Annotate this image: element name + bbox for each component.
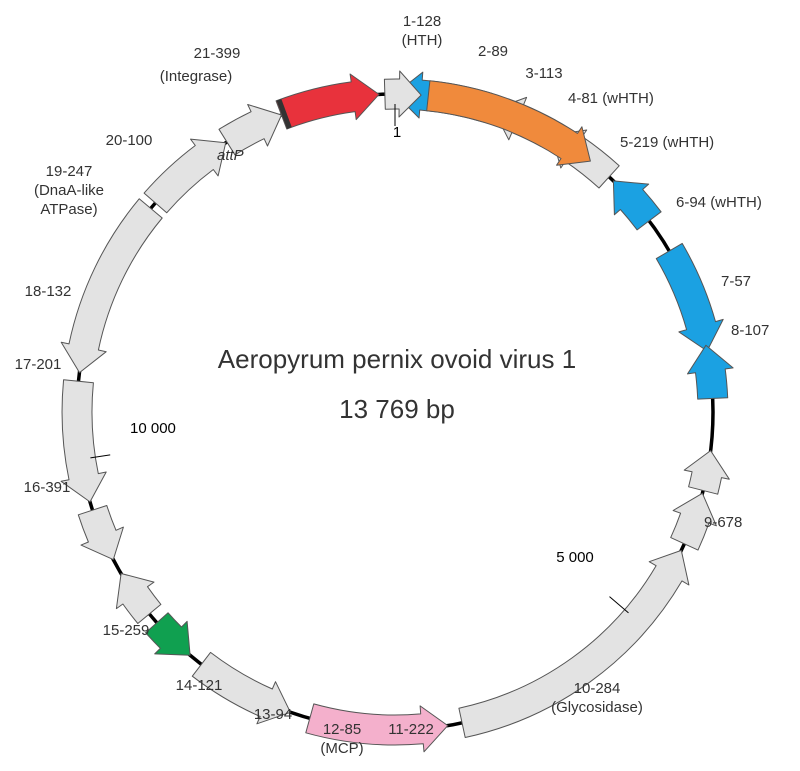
gene-arrow xyxy=(655,242,724,352)
gene-label: 11-222 xyxy=(388,721,434,738)
gene-label-line: 11-222 xyxy=(388,721,434,738)
gene-label-line: 17-201 xyxy=(15,356,62,373)
gene-label-line: 3-113 xyxy=(525,65,562,82)
gene-label-line: (HTH) xyxy=(402,32,443,49)
genome-size: 13 769 bp xyxy=(339,394,455,424)
position-tick-label: 1 xyxy=(393,124,401,141)
genome-title: Aeropyrum pernix ovoid virus 1 xyxy=(218,344,576,374)
gene-label-line: 7-57 xyxy=(721,273,751,290)
gene-label-line: 18-132 xyxy=(25,283,72,300)
position-tick-label: 10 000 xyxy=(130,420,176,437)
gene-label-line: 5-219 (wHTH) xyxy=(620,134,714,151)
gene-label: 7-57 xyxy=(721,273,751,290)
gene-label-line: 6-94 (wHTH) xyxy=(676,194,762,211)
position-ticks: 1 5 000 10 000 xyxy=(90,104,629,614)
gene-arrow xyxy=(687,344,734,400)
gene-arrow xyxy=(458,549,690,738)
gene-label-line: 21-399 xyxy=(194,45,241,62)
gene-label-line: (Glycosidase) xyxy=(551,699,643,716)
gene-arrow xyxy=(275,73,380,130)
gene-label: 21-399 xyxy=(194,45,241,62)
gene-label-line: ATPase) xyxy=(40,201,97,218)
gene-arrow xyxy=(115,573,162,624)
gene-arrow xyxy=(145,612,191,656)
gene-label-line: 13-94 xyxy=(254,706,292,723)
gene-label: 1-128 (HTH) xyxy=(402,13,443,49)
gene-label-line: 12-85 xyxy=(323,721,361,738)
gene-arrow xyxy=(60,198,163,374)
gene-label: 4-81 (wHTH) xyxy=(568,90,654,107)
gene-arrow xyxy=(60,379,107,503)
gene-label-line: 15-259 xyxy=(103,622,150,639)
gene-label: (Integrase) xyxy=(160,68,233,85)
gene-arrow xyxy=(77,505,124,561)
gene-label: 6-94 (wHTH) xyxy=(676,194,762,211)
gene-label: 2-89 xyxy=(478,43,508,60)
gene-label: 9-678 xyxy=(704,514,742,531)
gene-label: 5-219 (wHTH) xyxy=(620,134,714,151)
attp-site-marker xyxy=(276,99,292,129)
position-tick-label: 5 000 xyxy=(556,549,594,566)
attp-site-label: attP xyxy=(217,147,244,164)
gene-label-line: 1-128 xyxy=(403,13,441,30)
gene-label-line: 16-391 xyxy=(24,479,71,496)
gene-arrow xyxy=(218,104,282,156)
gene-label: 13-94 xyxy=(254,706,292,723)
gene-label: 20-100 xyxy=(106,132,153,149)
gene-label-line: 20-100 xyxy=(106,132,153,149)
genes-layer xyxy=(60,70,734,753)
gene-label: 12-85 (MCP) xyxy=(320,721,363,757)
gene-arrow xyxy=(683,450,730,495)
gene-label: 3-113 xyxy=(525,65,562,82)
gene-arrow xyxy=(143,138,227,214)
gene-label-line: 4-81 (wHTH) xyxy=(568,90,654,107)
gene-label: 18-132 xyxy=(25,283,72,300)
gene-arrow xyxy=(383,70,422,118)
gene-arrow xyxy=(305,703,449,753)
gene-label-line: 19-247 xyxy=(46,163,93,180)
gene-label-line: 9-678 xyxy=(704,514,742,531)
gene-label: 14-121 xyxy=(176,677,223,694)
gene-arrow xyxy=(612,180,662,231)
gene-label: 17-201 xyxy=(15,356,62,373)
gene-arrow xyxy=(191,651,291,725)
gene-arrow xyxy=(426,80,591,166)
gene-labels: 1-128 (HTH) 2-89 3-113 4-81 (wHTH) 5-219 (wHT… xyxy=(15,13,770,757)
gene-label: 8-107 xyxy=(731,322,769,339)
gene-label: 16-391 xyxy=(24,479,71,496)
gene-label: 10-284 (Glycosidase) xyxy=(551,680,643,716)
gene-label-line: (MCP) xyxy=(320,740,363,757)
gene-label-line: 2-89 xyxy=(478,43,508,60)
gene-label: 15-259 xyxy=(103,622,150,639)
gene-arrow xyxy=(670,492,717,551)
gene-label-line: 8-107 xyxy=(731,322,769,339)
gene-label-line: (Integrase) xyxy=(160,68,233,85)
gene-label-line: 10-284 xyxy=(574,680,621,697)
position-tick xyxy=(609,596,629,614)
position-tick xyxy=(90,454,111,459)
gene-label-line: (DnaA-like xyxy=(34,182,104,199)
gene-label-line: 14-121 xyxy=(176,677,223,694)
